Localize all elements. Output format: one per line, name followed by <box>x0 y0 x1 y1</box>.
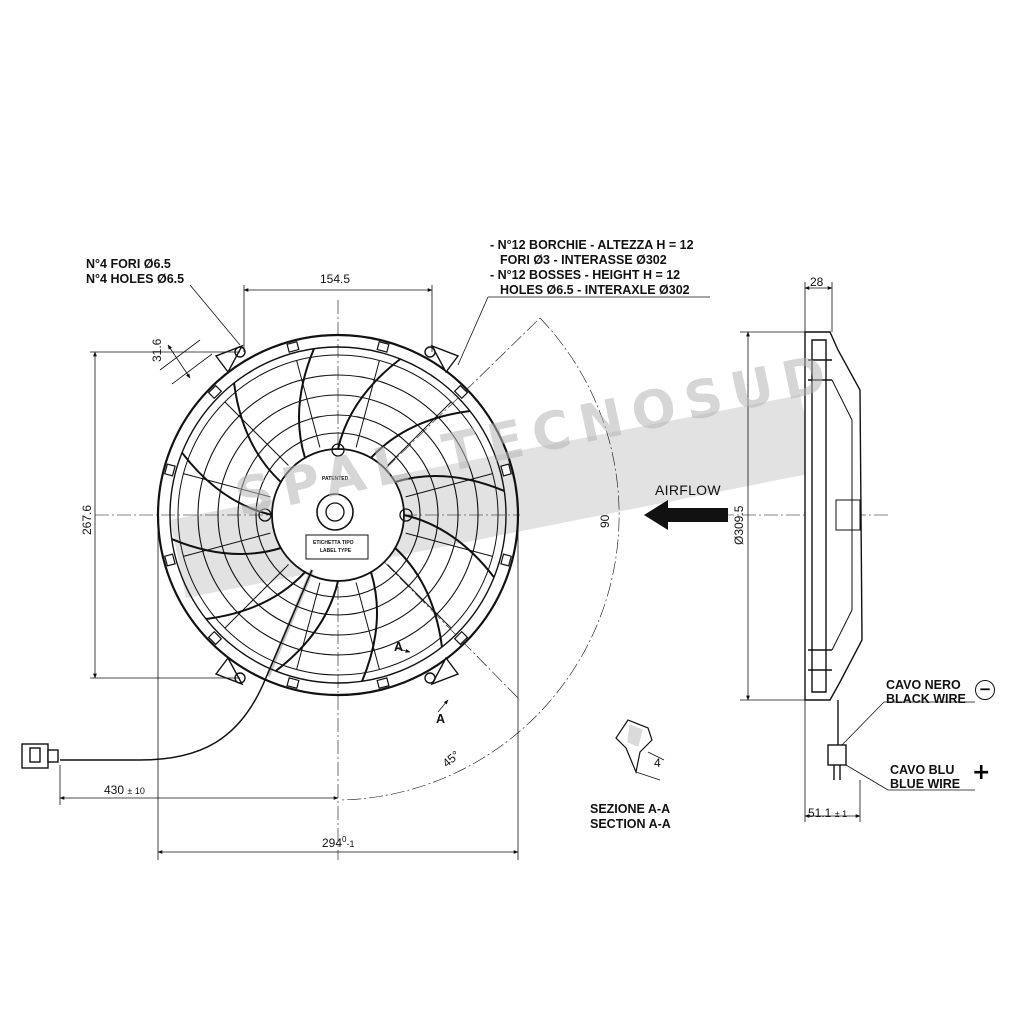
grille-spoke <box>298 348 315 459</box>
fan-inner-ring <box>169 346 507 684</box>
side-connector <box>827 744 847 766</box>
grille-rib <box>296 360 321 448</box>
section-mark-a-upper: A <box>394 640 404 654</box>
dimension-lines <box>59 284 710 860</box>
grille-rib <box>405 532 493 557</box>
boss <box>164 463 176 477</box>
boss <box>207 630 223 646</box>
grille-spoke <box>403 514 495 578</box>
hub-outer <box>271 448 405 582</box>
grille-rib <box>387 401 452 466</box>
dim-diameter: Ø309.5 <box>732 505 746 545</box>
grille-spoke <box>233 382 282 483</box>
boss <box>500 463 512 477</box>
boss <box>453 630 469 646</box>
grille-rings <box>197 374 479 656</box>
grille-spoke <box>394 475 505 492</box>
boss <box>164 553 176 567</box>
dim-cable-length: 430 ± 10 <box>104 783 145 797</box>
connector <box>21 743 59 769</box>
dim-cable-tol: ± 10 <box>127 786 145 796</box>
bosses-label-it-2: FORI Ø3 - INTERASSE Ø302 <box>500 253 667 267</box>
dim-section-thickness: 4 <box>654 756 661 770</box>
grille-spoke <box>370 410 471 459</box>
grille-rib <box>387 564 452 629</box>
dim-overall-width-tol-low: -1 <box>346 839 355 849</box>
boss <box>376 677 390 689</box>
grille-rib <box>405 473 493 498</box>
dim-slot: 31.6 <box>150 338 164 362</box>
section-label-it: SEZIONE A-A <box>590 802 671 816</box>
grille-rib <box>224 564 289 629</box>
boss <box>453 384 469 400</box>
grille-spoke <box>337 358 401 450</box>
grille-rib <box>224 401 289 466</box>
dim-side-depth-tol: ± 1 <box>834 809 848 819</box>
grille-rib <box>183 473 271 498</box>
blue-wire-label-it: CAVO BLU <box>890 763 955 777</box>
grille-rib <box>296 582 321 670</box>
grille-spoke <box>361 571 378 682</box>
boss <box>286 677 300 689</box>
grille-rib <box>355 582 380 670</box>
dim-top-width: 154.5 <box>320 272 351 286</box>
grille-rib <box>355 360 380 448</box>
label-type-it: ETICHETTA TIPO <box>313 540 354 546</box>
bosses-label-it-1: - N°12 BORCHIE - ALTEZZA H = 12 <box>490 238 694 252</box>
hub-motor <box>316 493 354 531</box>
grille-spokes <box>171 348 505 682</box>
section-a-a-detail <box>615 719 665 781</box>
fan-side-view <box>804 331 863 780</box>
dim-cable-length-value: 430 <box>104 783 125 797</box>
grille-spoke <box>394 547 443 648</box>
blue-wire-label-en: BLUE WIRE <box>890 777 961 791</box>
airflow-label: AIRFLOW <box>655 482 721 498</box>
boss <box>500 553 512 567</box>
holes-label-en: N°4 HOLES Ø6.5 <box>86 272 185 286</box>
side-dimension-lines <box>740 282 975 822</box>
boss <box>286 341 300 353</box>
dim-overall-width-tol-up: 0 <box>342 835 347 844</box>
grille-spoke <box>181 452 273 516</box>
bosses <box>164 341 512 689</box>
grille-spoke <box>205 571 306 620</box>
dim-depth: 28 <box>810 275 824 289</box>
airflow-arrow <box>644 500 728 530</box>
dim-side-depth: 51.1 ± 1 <box>808 806 847 820</box>
grille-spoke <box>171 538 282 555</box>
minus-icon: − <box>975 680 995 700</box>
section-mark-a-lower: A <box>436 712 446 726</box>
section-label-en: SECTION A-A <box>590 817 671 831</box>
dim-angle-90: 90 <box>598 514 612 528</box>
label-type-en: LABEL TYPE <box>320 548 352 554</box>
mounting-lugs <box>214 344 460 686</box>
dim-side-depth-value: 51.1 <box>808 806 832 820</box>
holes-label-it: N°4 FORI Ø6.5 <box>86 257 171 271</box>
grille-spoke <box>275 580 339 672</box>
patented-mark: PATENTED <box>322 476 349 482</box>
boss <box>207 384 223 400</box>
dim-height-left: 267.6 <box>80 504 94 535</box>
bosses-label-en-1: - N°12 BOSSES - HEIGHT H = 12 <box>490 268 681 282</box>
boss <box>376 341 390 353</box>
black-wire-label-it: CAVO NERO <box>886 678 961 692</box>
fan-front-view <box>21 333 520 769</box>
label-plate <box>305 534 369 560</box>
cable <box>60 569 313 761</box>
dim-overall-width: 2940-1 <box>322 835 355 850</box>
dim-overall-width-value: 294 <box>322 836 343 850</box>
plus-icon: + <box>972 760 991 785</box>
bosses-label-en-2: HOLES Ø6.5 - INTERAXLE Ø302 <box>500 283 690 297</box>
grille-rib <box>183 532 271 557</box>
black-wire-label-en: BLACK WIRE <box>886 692 966 706</box>
